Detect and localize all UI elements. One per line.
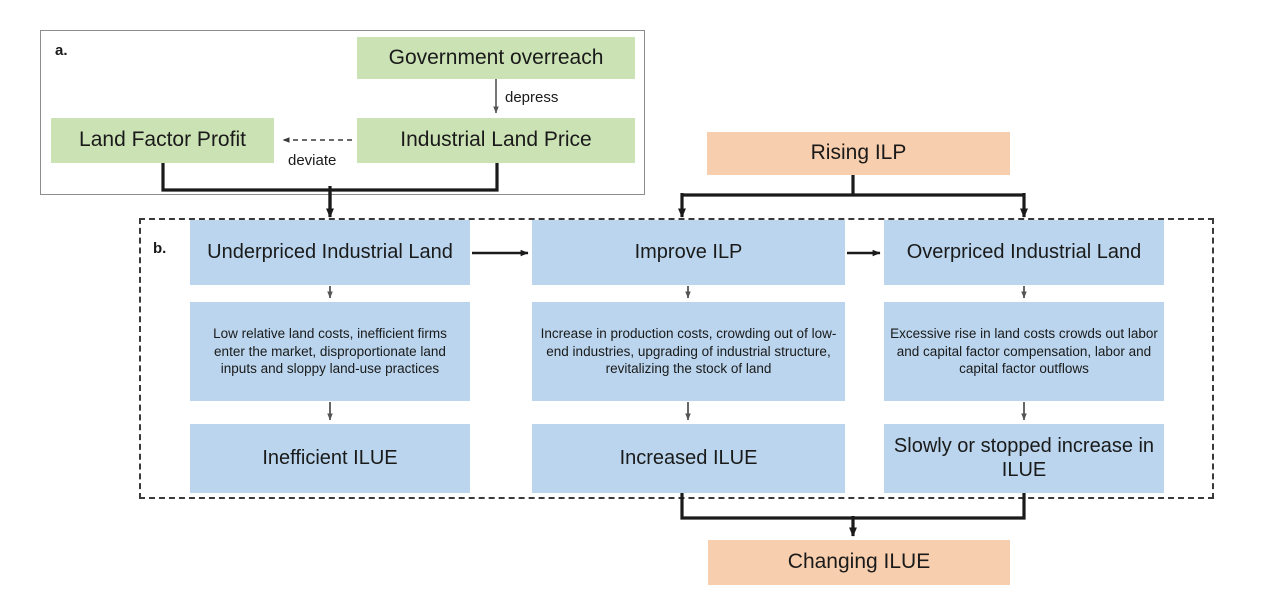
node-improve-ilp-result: Increased ILUE xyxy=(532,424,845,493)
node-rising-ilp: Rising ILP xyxy=(707,132,1010,175)
node-underpriced-result-label: Inefficient ILUE xyxy=(262,446,398,469)
node-underpriced-detail: Low relative land costs, inefficient fir… xyxy=(190,302,470,401)
node-underpriced-result: Inefficient ILUE xyxy=(190,424,470,493)
node-underpriced-detail-text: Low relative land costs, inefficient fir… xyxy=(213,325,447,377)
node-changing-ilue-label: Changing ILUE xyxy=(787,550,931,574)
node-government-overreach: Government overreach xyxy=(357,37,635,79)
connector-rising-ilp-split xyxy=(682,175,1024,197)
node-government-overreach-label: Government overreach xyxy=(388,45,604,69)
edge-label-depress: depress xyxy=(505,89,559,106)
node-underpriced-header: Underpriced Industrial Land xyxy=(190,220,470,285)
node-changing-ilue: Changing ILUE xyxy=(708,540,1010,585)
node-improve-ilp-detail-text: Increase in production costs, crowding o… xyxy=(540,325,837,377)
node-overpriced-result-label: Slowly or stopped increase in ILUE xyxy=(893,434,1155,481)
node-improve-ilp-result-label: Increased ILUE xyxy=(619,446,758,469)
node-industrial-land-price-label: Industrial Land Price xyxy=(400,128,592,152)
edge-label-deviate: deviate xyxy=(288,152,337,169)
node-improve-ilp-detail: Increase in production costs, crowding o… xyxy=(532,302,845,401)
node-overpriced-detail-text: Excessive rise in land costs crowds out … xyxy=(890,325,1158,377)
node-improve-ilp-header: Improve ILP xyxy=(532,220,845,285)
node-overpriced-result: Slowly or stopped increase in ILUE xyxy=(884,424,1164,493)
node-rising-ilp-label: Rising ILP xyxy=(810,141,907,165)
node-overpriced-detail: Excessive rise in land costs crowds out … xyxy=(884,302,1164,401)
node-improve-ilp-header-label: Improve ILP xyxy=(634,240,743,263)
panel-b-label: b. xyxy=(153,240,167,257)
node-land-factor-profit: Land Factor Profit xyxy=(51,118,274,163)
node-land-factor-profit-label: Land Factor Profit xyxy=(79,128,246,152)
panel-a-label: a. xyxy=(55,42,68,59)
node-industrial-land-price: Industrial Land Price xyxy=(357,118,635,163)
node-overpriced-header: Overpriced Industrial Land xyxy=(884,220,1164,285)
node-overpriced-header-label: Overpriced Industrial Land xyxy=(906,240,1142,263)
node-underpriced-header-label: Underpriced Industrial Land xyxy=(207,240,453,263)
panel-b-frame xyxy=(139,218,1214,499)
